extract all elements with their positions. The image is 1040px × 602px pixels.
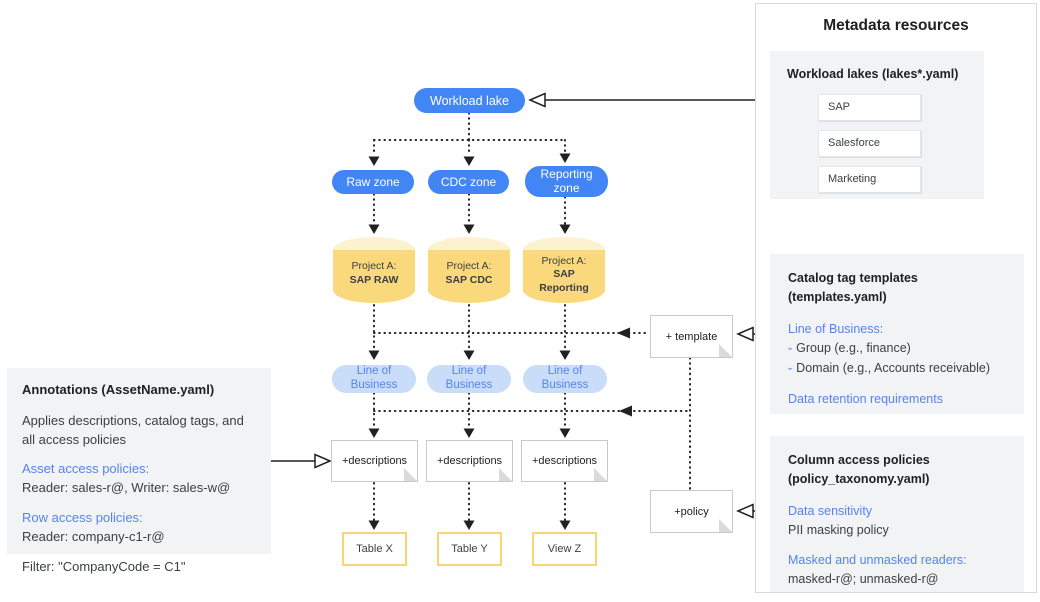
view-z-node: View Z — [532, 532, 597, 566]
descriptions-note-2: +descriptions — [426, 440, 513, 482]
lake-card-salesforce: Salesforce — [818, 130, 921, 158]
lake-card-sap: SAP — [818, 94, 921, 122]
row-access-heading: Row access policies: — [22, 509, 143, 525]
row-access-line: Reader: company-c1-r@ — [22, 529, 165, 544]
workload-lakes-group: Workload lakes (lakes*.yaml) SAP Salesfo… — [770, 51, 984, 199]
catalog-templates-title-line1: Catalog tag templates — [788, 271, 918, 285]
data-sensitivity-line: PII masking policy — [788, 523, 889, 538]
lake-card-marketing: Marketing — [818, 166, 921, 194]
template-note: + template — [650, 315, 733, 358]
project-prefix: Project A: — [446, 260, 492, 273]
lob-node-1: Line of Business — [332, 365, 416, 393]
workload-lakes-title: Workload lakes (lakes*.yaml) — [787, 67, 959, 81]
column-policies-group: Column access policies (policy_taxonomy.… — [770, 436, 1024, 592]
zone-node-cdc: CDC zone — [428, 170, 509, 194]
column-policies-title-line2: (policy_taxonomy.yaml) — [788, 472, 930, 487]
lob-bullet-domain-text: Domain (e.g., Accounts receivable) — [796, 360, 991, 375]
descriptions-note-3: +descriptions — [521, 440, 608, 482]
lob-heading: Line of Business: — [788, 321, 884, 336]
metadata-panel-title: Metadata resources — [823, 17, 969, 34]
annotations-callout: Annotations (AssetName.yaml) Applies des… — [7, 368, 271, 574]
policy-note: +policy — [650, 490, 733, 533]
lob-node-3: Line of Business — [523, 365, 607, 393]
project-cylinder-sap-cdc: Project A: SAP CDC — [428, 237, 510, 303]
table-x-node: Table X — [342, 532, 407, 566]
column-policies-title-line1: Column access policies — [788, 453, 930, 467]
metadata-resources-panel: Metadata resources Workload lakes (lakes… — [755, 3, 1037, 593]
lob-bullet-group: -Group (e.g., finance) — [788, 339, 1010, 358]
bullet-dash: - — [788, 360, 793, 375]
data-retention-heading: Data retention requirements — [788, 391, 943, 406]
project-cylinder-sap-raw: Project A: SAP RAW — [333, 237, 415, 303]
workload-lake-node: Workload lake — [414, 88, 525, 113]
catalog-templates-group: Catalog tag templates (templates.yaml) L… — [770, 254, 1024, 414]
bullet-dash: - — [788, 341, 793, 356]
readers-line: masked-r@; unmasked-r@ — [788, 571, 939, 586]
zone-node-raw: Raw zone — [332, 170, 414, 194]
lob-node-2: Line of Business — [427, 365, 511, 393]
descriptions-note-1: +descriptions — [331, 440, 418, 482]
project-prefix: Project A: — [351, 260, 397, 273]
asset-access-heading: Asset access policies: — [22, 460, 150, 476]
annotations-intro: Applies descriptions, catalog tags, and … — [22, 412, 244, 448]
project-prefix: Project A: — [541, 254, 587, 267]
zone-node-reporting: Reporting zone — [525, 166, 608, 197]
readers-heading: Masked and unmasked readers: — [788, 552, 967, 567]
project-name: SAP CDC — [445, 274, 493, 286]
table-y-node: Table Y — [437, 532, 502, 566]
data-sensitivity-heading: Data sensitivity — [788, 503, 873, 518]
filter-line: Filter: "CompanyCode = C1" — [22, 558, 186, 574]
project-name: SAP RAW — [349, 274, 399, 286]
annotations-title: Annotations (AssetName.yaml) — [22, 382, 215, 397]
project-name: SAP Reporting — [539, 268, 589, 294]
asset-access-line: Reader: sales-r@, Writer: sales-w@ — [22, 480, 231, 495]
lob-bullet-domain: -Domain (e.g., Accounts receivable) — [788, 359, 1010, 378]
catalog-templates-title-line2: (templates.yaml) — [788, 290, 887, 305]
project-cylinder-sap-reporting: Project A: SAP Reporting — [523, 237, 605, 303]
lob-bullet-group-text: Group (e.g., finance) — [796, 341, 911, 356]
